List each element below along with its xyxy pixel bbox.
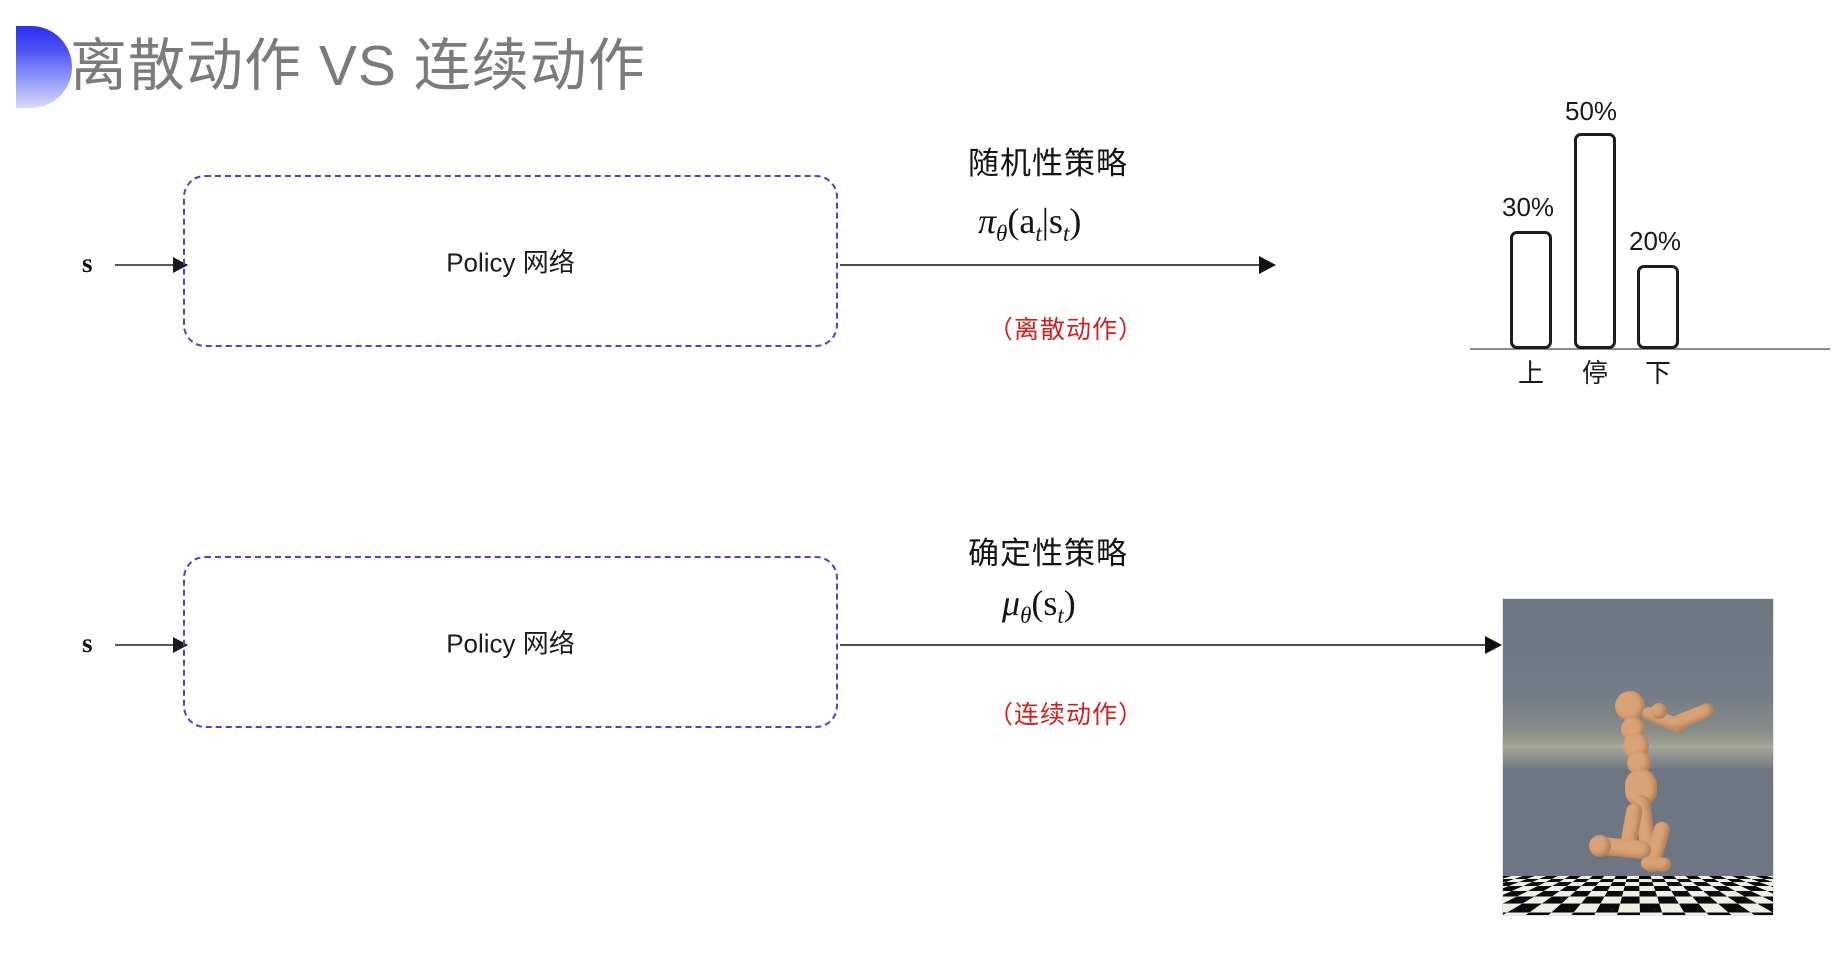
bar-value-xia: 20% bbox=[1629, 226, 1682, 256]
formula-close: ) bbox=[1063, 583, 1076, 623]
continuous-input-label: s bbox=[82, 628, 93, 658]
humanoid-hand bbox=[1651, 703, 1667, 719]
humanoid-simulation-image bbox=[1502, 598, 1774, 916]
continuous-action-note: （连续动作） bbox=[988, 701, 1145, 729]
discrete-output-arrow bbox=[840, 256, 1276, 274]
humanoid-rear-foot bbox=[1589, 835, 1611, 857]
chart-baseline bbox=[1470, 348, 1830, 350]
discrete-action-bar-chart: 30% 上 50% 停 20% 下 bbox=[1470, 96, 1830, 396]
bar-category-xia: 下 bbox=[1644, 358, 1671, 388]
continuous-policy-box[interactable]: Policy 网络 bbox=[183, 556, 838, 728]
formula-sub-t2: t bbox=[1062, 221, 1070, 247]
discrete-policy-box[interactable]: Policy 网络 bbox=[183, 175, 838, 347]
formula-mu: μ bbox=[1002, 583, 1021, 623]
formula-pi: π bbox=[978, 201, 997, 241]
bar-category-shang: 上 bbox=[1517, 358, 1544, 388]
bar-category-ting: 停 bbox=[1581, 358, 1608, 388]
formula-theta: θ bbox=[1020, 603, 1032, 629]
bar-value-ting: 50% bbox=[1565, 96, 1618, 126]
discrete-policy-label: Policy 网络 bbox=[446, 247, 575, 278]
discrete-policy-kind: 随机性策略 bbox=[968, 146, 1128, 181]
humanoid-front-foot bbox=[1640, 855, 1672, 873]
formula-theta: θ bbox=[996, 221, 1008, 247]
continuous-policy-label: Policy 网络 bbox=[446, 628, 575, 659]
bar-shang bbox=[1510, 231, 1552, 349]
formula-sub-t1: t bbox=[1035, 221, 1042, 247]
formula-bar: |s bbox=[1041, 201, 1063, 241]
continuous-input-arrow bbox=[115, 637, 188, 653]
continuous-policy-formula: μθ(st) bbox=[1002, 582, 1076, 629]
title-bullet-icon bbox=[16, 26, 72, 108]
formula-sub-t: t bbox=[1057, 603, 1064, 629]
continuous-policy-kind: 确定性策略 bbox=[968, 536, 1128, 571]
page-title: 离散动作 VS 连续动作 bbox=[70, 34, 646, 98]
bar-xia bbox=[1637, 265, 1679, 349]
bar-value-shang: 30% bbox=[1502, 192, 1555, 222]
discrete-policy-formula: πθ(at|st) bbox=[978, 200, 1081, 247]
discrete-input-label: s bbox=[82, 248, 93, 278]
discrete-action-note: （离散动作） bbox=[988, 316, 1145, 344]
sim-checkerboard-floor bbox=[1503, 875, 1773, 915]
formula-close: ) bbox=[1069, 201, 1082, 241]
formula-open: (a bbox=[1007, 201, 1036, 241]
bar-ting bbox=[1574, 133, 1616, 349]
continuous-output-arrow bbox=[840, 636, 1502, 654]
formula-open: (s bbox=[1031, 583, 1058, 623]
bottom-strip bbox=[0, 948, 1846, 966]
humanoid-head bbox=[1615, 691, 1645, 721]
discrete-input-arrow bbox=[115, 257, 188, 273]
